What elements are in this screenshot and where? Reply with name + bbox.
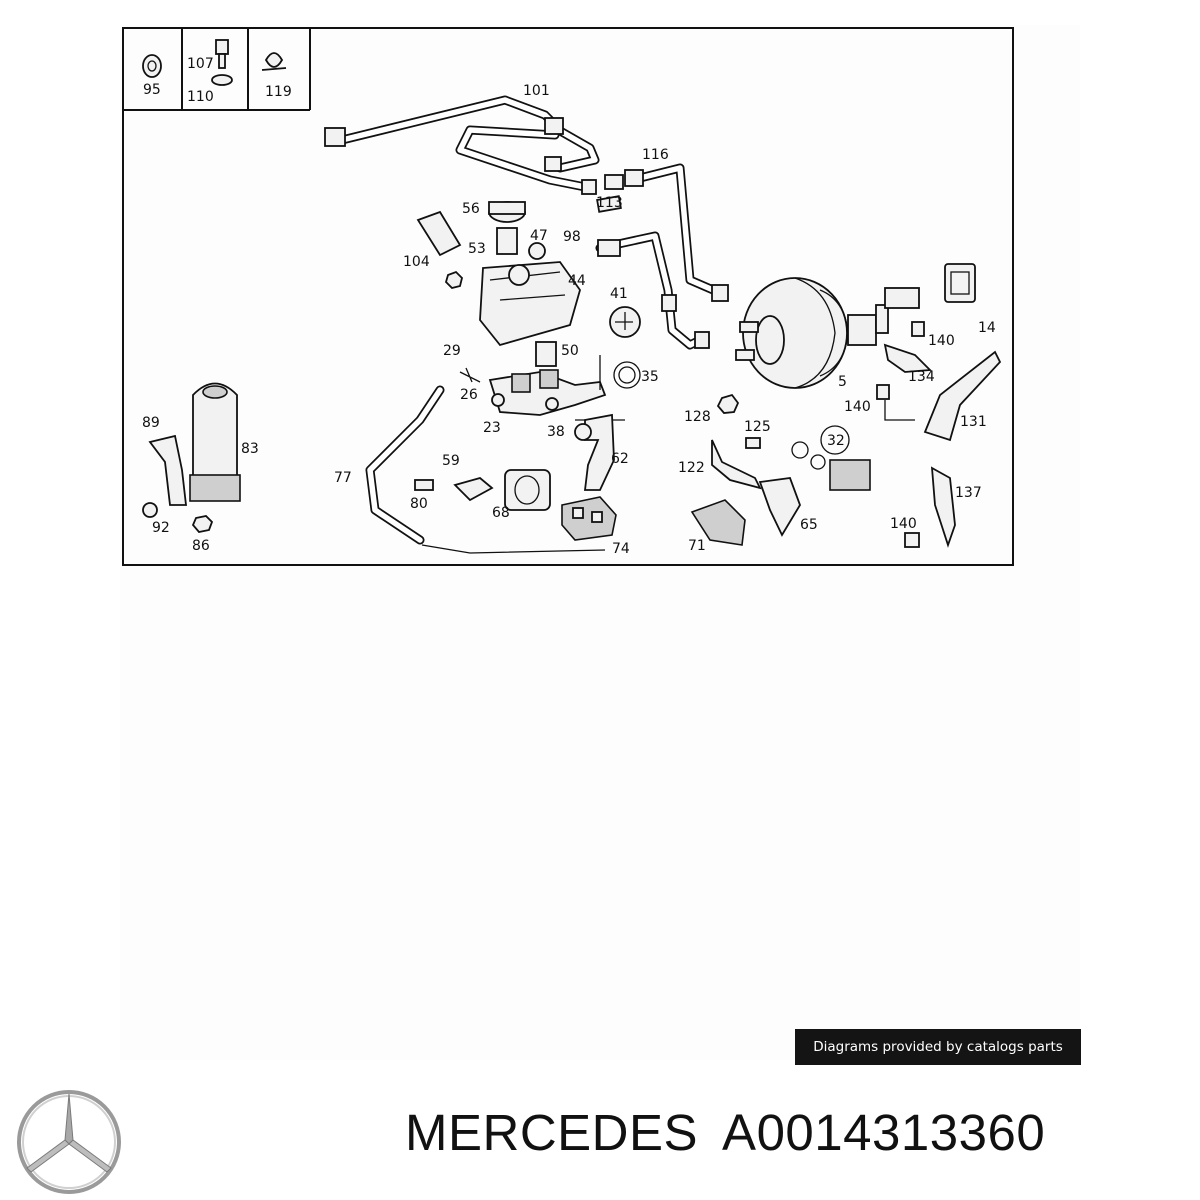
- callout-62: 62: [611, 451, 629, 467]
- part-number: A0014313360: [722, 1104, 1046, 1161]
- callout-44: 44: [568, 273, 586, 289]
- callout-116: 116: [642, 147, 669, 163]
- callout-68: 68: [492, 505, 510, 521]
- callout-23: 23: [483, 420, 501, 436]
- vacuum-hose: [365, 385, 606, 554]
- exploded-parts-diagram: 95 107 110 119 101 116 113 56 47 98 53 1…: [122, 27, 1014, 566]
- callout-59: 59: [442, 453, 460, 469]
- brake-lines: [324, 95, 729, 350]
- callout-128: 128: [684, 409, 711, 425]
- callout-56: 56: [462, 201, 480, 217]
- washer-part: [211, 74, 233, 86]
- seal-parts: [535, 306, 641, 389]
- callout-104: 104: [403, 254, 430, 270]
- inset-boxes: [123, 28, 311, 111]
- callout-140-b: 140: [844, 399, 871, 415]
- diagram-background: [120, 25, 1080, 1060]
- callout-41: 41: [610, 286, 628, 302]
- callout-98: 98: [563, 229, 581, 245]
- small-hardware: [690, 393, 956, 548]
- callout-140-c: 140: [890, 516, 917, 532]
- valve-assembly: [414, 469, 617, 541]
- callout-113: 113: [596, 195, 623, 211]
- callout-131: 131: [960, 414, 987, 430]
- callout-71: 71: [688, 538, 706, 554]
- callout-140-a: 140: [928, 333, 955, 349]
- callout-5: 5: [838, 374, 847, 390]
- callout-134: 134: [908, 369, 935, 385]
- callout-92: 92: [152, 520, 170, 536]
- callout-50: 50: [561, 343, 579, 359]
- callout-65: 65: [800, 517, 818, 533]
- callout-83: 83: [241, 441, 259, 457]
- callout-110: 110: [187, 89, 214, 105]
- brand-name: MERCEDES: [405, 1104, 699, 1161]
- clip-part: [261, 52, 287, 71]
- callout-95: 95: [143, 82, 161, 98]
- callout-29: 29: [443, 343, 461, 359]
- diagram-frame: [122, 27, 1014, 566]
- callout-119: 119: [265, 84, 292, 100]
- callout-26: 26: [460, 387, 478, 403]
- callout-86: 86: [192, 538, 210, 554]
- support-brackets: [876, 321, 1002, 442]
- callout-14: 14: [978, 320, 996, 336]
- fluid-reservoir: [479, 261, 581, 347]
- callout-137: 137: [955, 485, 982, 501]
- master-cylinder: [459, 355, 625, 421]
- mount-bracket: [583, 413, 615, 491]
- callout-47: 47: [530, 228, 548, 244]
- callout-38: 38: [547, 424, 565, 440]
- callout-122: 122: [678, 460, 705, 476]
- callout-80: 80: [410, 496, 428, 512]
- brand-part-title: MERCEDES A0014313360: [405, 1107, 1045, 1158]
- mercedes-star-logo: [17, 1090, 121, 1194]
- callout-77: 77: [334, 470, 352, 486]
- bracket-part: [416, 210, 462, 257]
- reservoir-assembly: [416, 195, 622, 347]
- callout-labels: 95 107 110 119 101 116 113 56 47 98 53 1…: [142, 56, 996, 557]
- callout-107: 107: [187, 56, 214, 72]
- bolt-part: [215, 39, 229, 55]
- callout-74: 74: [612, 541, 630, 557]
- brake-booster: [735, 277, 920, 389]
- callout-125: 125: [744, 419, 771, 435]
- diagram-credit-banner: Diagrams provided by catalogs parts: [795, 1029, 1081, 1065]
- callout-53: 53: [468, 241, 486, 257]
- line-fitting: [324, 127, 346, 147]
- callout-101: 101: [523, 83, 550, 99]
- callout-32: 32: [827, 433, 845, 449]
- gasket-part: [944, 263, 976, 303]
- grommet-part: [142, 54, 162, 78]
- callout-89: 89: [142, 415, 160, 431]
- accumulator: [142, 382, 241, 533]
- callout-35: 35: [641, 369, 659, 385]
